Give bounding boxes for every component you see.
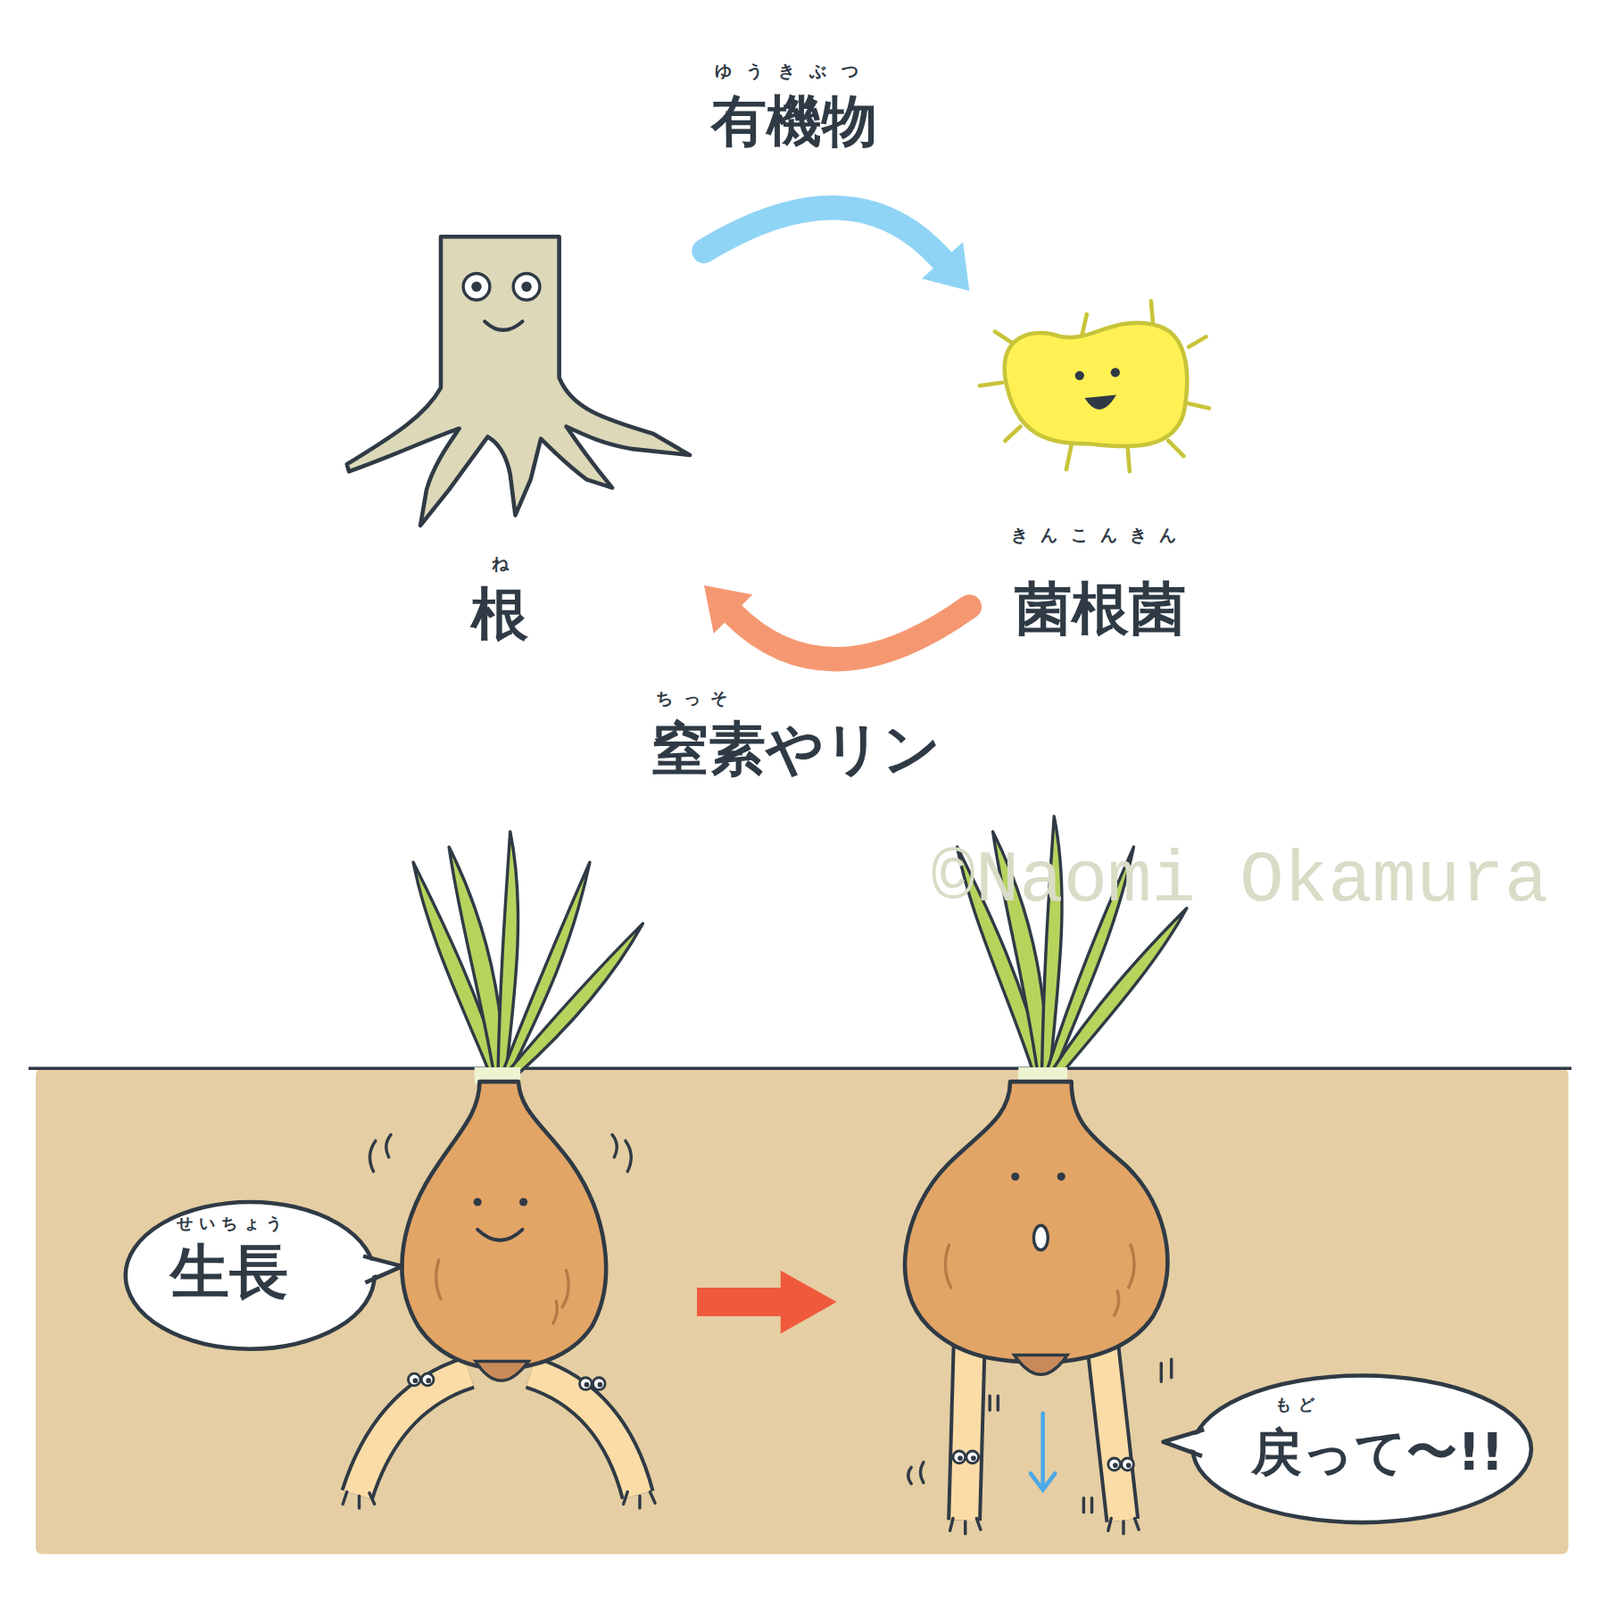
curved-arrow <box>704 207 970 291</box>
node-text: 根 <box>471 581 529 648</box>
edge-label: 窒素やリン <box>651 716 941 783</box>
furigana: もど <box>1275 1395 1320 1415</box>
ground-line <box>28 1067 1572 1070</box>
onion-growing <box>342 1067 655 1509</box>
furigana: ね <box>491 554 509 574</box>
arrow-right <box>696 1270 838 1335</box>
onion-leaves <box>413 831 643 1077</box>
node-text: 菌根菌 <box>1014 576 1186 643</box>
node-text: 戻って〜!! <box>1251 1423 1504 1483</box>
node-text: 生長 <box>170 1237 290 1306</box>
furigana: せいちょう <box>176 1214 290 1234</box>
edge-label: 有機物 <box>711 90 877 154</box>
root-figure: 根 <box>336 229 705 658</box>
fungus-figure: 菌根菌 <box>969 290 1225 659</box>
furigana: ゆうきぶつ <box>714 61 873 82</box>
onion-grown <box>904 1067 1172 1534</box>
curved-arrow <box>704 585 970 660</box>
speech-bubble: 戻って〜!! <box>1190 1372 1535 1526</box>
soil <box>35 1068 1569 1554</box>
watermark: ©Naomi Okamura <box>930 838 1549 924</box>
furigana: きんこんきん <box>1011 525 1189 546</box>
furigana: ちっそ <box>655 688 739 709</box>
